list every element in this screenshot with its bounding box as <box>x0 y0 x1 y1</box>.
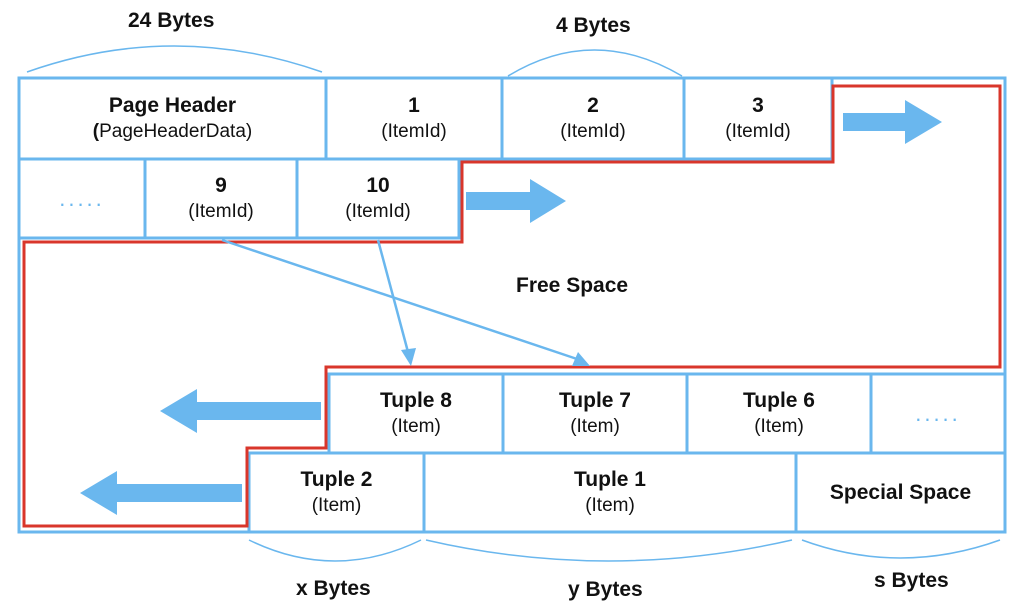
brace-x-bytes <box>248 539 422 562</box>
itemid-1-cell: 1 (ItemId) <box>326 78 502 159</box>
itemid-10-cell: 10 (ItemId) <box>297 159 459 238</box>
itemid-label: (ItemId) <box>725 121 791 142</box>
pointer-arrowhead-10 <box>401 348 416 366</box>
free-space-label: Free Space <box>516 274 629 297</box>
tuple-2-cell: Tuple 2 (Item) <box>249 453 424 532</box>
ellipsis: ..... <box>915 400 961 426</box>
tuple-label: (Item) <box>391 416 441 437</box>
arrow-left-tuples-row1 <box>160 389 321 433</box>
itemid-number: 10 <box>366 174 390 197</box>
page-header-title: Page Header <box>108 94 237 117</box>
itemid-10-cell-border <box>295 157 461 240</box>
arrow-left-tuples-row2 <box>80 471 242 515</box>
tuple-label: (Item) <box>570 416 620 437</box>
page-header-subtitle: (PageHeaderData) <box>93 119 252 144</box>
tuple-6-cell: Tuple 6 (Item) <box>687 374 871 453</box>
tuple-label: (Item) <box>311 495 362 516</box>
itemid-2-cell: 2 (ItemId) <box>502 78 684 159</box>
itemid-label: (ItemId) <box>560 121 626 142</box>
itemid-number: 3 <box>752 94 764 117</box>
itemid-label: (ItemId) <box>188 201 254 222</box>
itemid-9-cell: 9 (ItemId) <box>145 159 297 238</box>
itemid-size-label: 4 Bytes <box>556 14 631 37</box>
tuple-7-cell: Tuple 7 (Item) <box>503 374 687 453</box>
pointer-line-9 <box>221 238 581 362</box>
special-space-label: Special Space <box>829 480 972 504</box>
itemid-number: 9 <box>215 174 227 197</box>
pointer-arrowhead-9 <box>572 352 590 366</box>
brace-header <box>26 45 323 73</box>
free-space-outline <box>22 84 1002 528</box>
x-bytes-label: x Bytes <box>296 577 371 600</box>
tuple-label: (Item) <box>754 416 804 437</box>
itemid-label: (ItemId) <box>381 121 447 142</box>
arrow-right-itemids-row2 <box>466 179 566 223</box>
tuple-name: Tuple 8 <box>380 389 452 412</box>
brace-y-bytes <box>425 539 793 562</box>
tuple-name: Tuple 2 <box>300 468 373 491</box>
tuple-name: Tuple 1 <box>574 468 646 491</box>
brace-s-bytes <box>801 539 1001 559</box>
header-size-label: 24 Bytes <box>128 9 215 32</box>
tuple-label: (Item) <box>585 495 635 516</box>
tuple-name: Tuple 6 <box>743 389 815 412</box>
itemid-label: (ItemId) <box>345 201 411 222</box>
y-bytes-label: y Bytes <box>568 578 643 601</box>
itemid-number: 1 <box>408 94 420 117</box>
page-header-cell: Page Header (PageHeaderData) <box>19 78 326 159</box>
tuple-8-cell: Tuple 8 (Item) <box>329 374 503 453</box>
arrow-right-itemids-row1 <box>843 100 942 144</box>
special-space-cell: Special Space <box>796 453 1005 532</box>
page-header-paren: ( <box>92 121 100 142</box>
tuple-ellipsis-cell: ..... <box>871 374 1005 453</box>
itemid-3-cell: 3 (ItemId) <box>684 78 832 159</box>
itemid-ellipsis-cell: ..... <box>19 159 145 238</box>
pointer-line-10 <box>376 239 410 353</box>
tuple-name: Tuple 7 <box>559 389 631 412</box>
tuple-1-cell: Tuple 1 (Item) <box>424 453 796 532</box>
ellipsis: ..... <box>59 185 105 211</box>
special-space-cell-border <box>794 451 1007 534</box>
s-bytes-label: s Bytes <box>874 569 949 592</box>
itemid-number: 2 <box>587 94 599 117</box>
page-header-subtitle-text: PageHeaderData) <box>99 121 253 142</box>
brace-item-id <box>507 49 683 77</box>
